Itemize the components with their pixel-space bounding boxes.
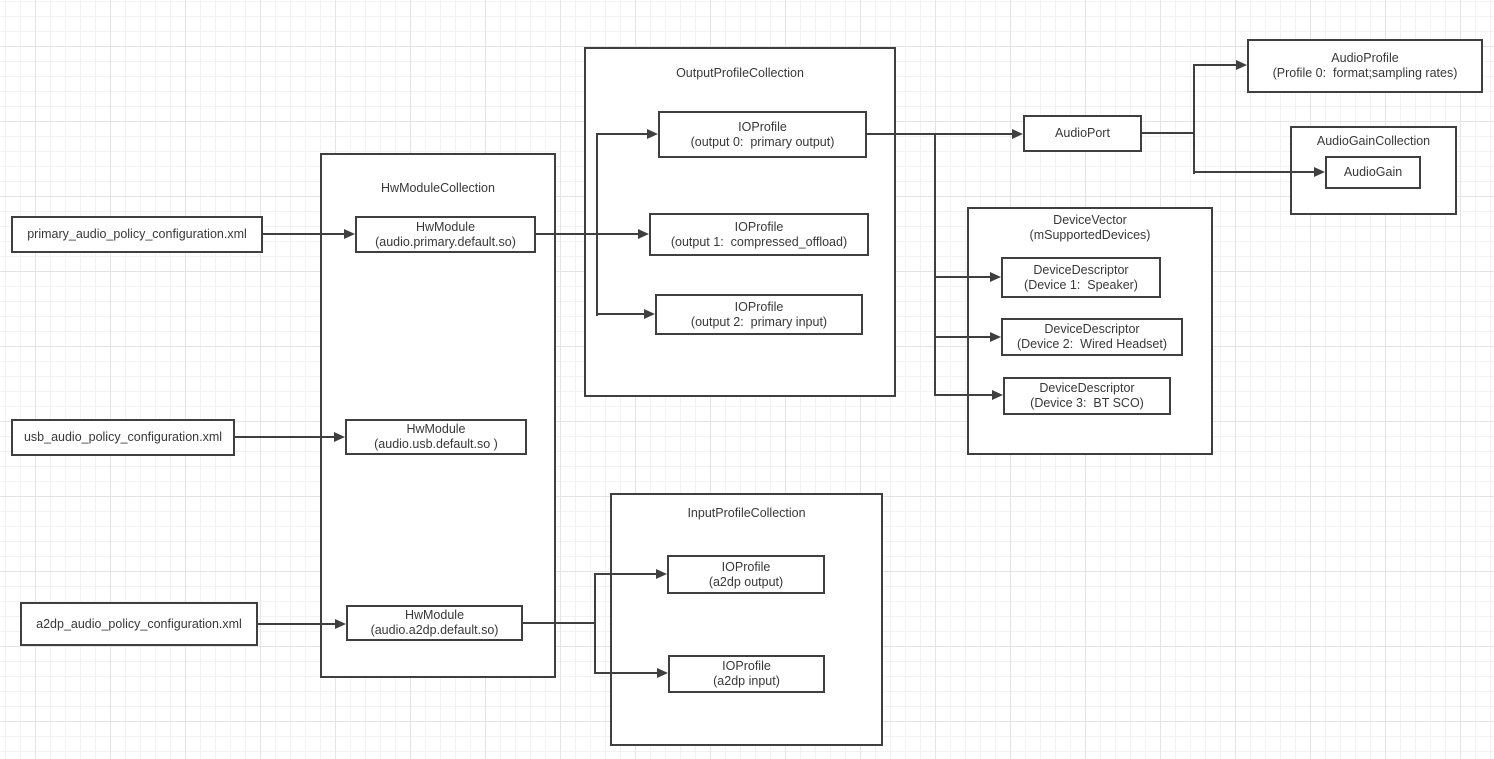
connector-branch-to-a2dp-output [594, 573, 656, 575]
connector-device-branch-vertical [934, 133, 936, 396]
node-ioprofile-output0[interactable]: IOProfile (output 0: primary output) [658, 111, 867, 158]
node-audio-port[interactable]: AudioPort [1023, 115, 1142, 152]
connector-branch-to-audiogain [1193, 171, 1314, 173]
node-label-a2dp-xml: a2dp_audio_policy_configuration.xml [36, 616, 242, 631]
connector-primary-xml-to-hwmodule [263, 233, 345, 235]
arrowhead-to-output0 [647, 129, 658, 139]
node-audio-profile[interactable]: AudioProfile (Profile 0: format;sampling… [1247, 39, 1483, 93]
node-ioprofile-output1[interactable]: IOProfile (output 1: compressed_offload) [649, 213, 869, 256]
connector-a2dp-xml-to-hwmodule [258, 623, 336, 625]
node-label-ioprofile-output0: IOProfile (output 0: primary output) [690, 119, 835, 149]
node-usb-xml[interactable]: usb_audio_policy_configuration.xml [11, 419, 235, 456]
arrowhead-primary-xml-to-hwmodule [344, 229, 355, 239]
node-label-ioprofile-output2: IOProfile (output 2: primary input) [690, 299, 828, 329]
connector-output-branch-vertical [596, 133, 598, 316]
node-ioprofile-a2dp-output[interactable]: IOProfile (a2dp output) [667, 555, 825, 594]
connector-output0-to-audioport [867, 133, 1013, 135]
connector-branch-to-device2 [934, 336, 990, 338]
arrowhead-to-audioport [1012, 129, 1023, 139]
connector-audioport-out [1142, 132, 1195, 134]
node-audio-gain[interactable]: AudioGain [1325, 156, 1421, 189]
connector-branch-to-device3 [934, 394, 992, 396]
node-hw-module-usb[interactable]: HwModule (audio.usb.default.so ) [345, 419, 527, 455]
arrowhead-to-device1 [990, 272, 1001, 282]
node-label-device-descriptor-2: DeviceDescriptor (Device 2: Wired Headse… [1016, 322, 1168, 351]
arrowhead-to-audiogain [1314, 167, 1325, 177]
node-device-descriptor-3[interactable]: DeviceDescriptor (Device 3: BT SCO) [1003, 377, 1171, 415]
node-label-audio-profile: AudioProfile (Profile 0: format;sampling… [1272, 51, 1458, 80]
group-title-hw-module-collection: HwModuleCollection [381, 181, 495, 195]
node-label-ioprofile-output1: IOProfile (output 1: compressed_offload) [670, 219, 848, 249]
arrowhead-to-device2 [990, 332, 1001, 342]
node-device-descriptor-2[interactable]: DeviceDescriptor (Device 2: Wired Headse… [1001, 318, 1183, 356]
arrowhead-to-a2dp-input [657, 668, 668, 678]
group-title-device-vector: DeviceVector (mSupportedDevices) [1029, 213, 1151, 242]
node-hw-module-a2dp[interactable]: HwModule (audio.a2dp.default.so) [346, 605, 523, 641]
node-ioprofile-a2dp-input[interactable]: IOProfile (a2dp input) [668, 655, 825, 693]
connector-branch-to-output0 [596, 133, 647, 135]
node-label-usb-xml: usb_audio_policy_configuration.xml [23, 430, 223, 444]
connector-input-branch-vertical [594, 573, 596, 674]
connector-usb-xml-to-hwmodule [235, 436, 335, 438]
node-label-device-descriptor-3: DeviceDescriptor (Device 3: BT SCO) [1030, 381, 1144, 410]
node-label-ioprofile-a2dp-output: IOProfile (a2dp output) [708, 559, 784, 589]
connector-branch-to-audioprofile [1193, 64, 1236, 66]
connector-branch-to-output2 [596, 313, 644, 315]
node-label-audio-port: AudioPort [1055, 126, 1110, 140]
node-ioprofile-output2[interactable]: IOProfile (output 2: primary input) [655, 294, 863, 335]
node-hw-module-primary[interactable]: HwModule (audio.primary.default.so) [355, 216, 536, 253]
group-input-profile-collection[interactable]: InputProfileCollection [610, 493, 883, 746]
node-label-audio-gain: AudioGain [1343, 165, 1403, 179]
connector-branch-to-device1 [934, 276, 990, 278]
node-primary-xml[interactable]: primary_audio_policy_configuration.xml [11, 216, 263, 253]
node-label-hw-module-a2dp: HwModule (audio.a2dp.default.so) [370, 608, 499, 637]
node-label-device-descriptor-1: DeviceDescriptor (Device 1: Speaker) [1024, 262, 1138, 292]
connector-hwmodule-a2dp-out [523, 622, 596, 624]
node-a2dp-xml[interactable]: a2dp_audio_policy_configuration.xml [20, 602, 258, 646]
connector-audioport-branch-vertical [1193, 64, 1195, 174]
connector-hwmodule-primary-out [536, 233, 598, 235]
node-label-ioprofile-a2dp-input: IOProfile (a2dp input) [713, 659, 780, 688]
group-title-output-profile-collection: OutputProfileCollection [676, 66, 804, 80]
arrowhead-to-output1 [638, 229, 649, 239]
group-title-audio-gain-collection: AudioGainCollection [1316, 134, 1431, 148]
connector-branch-to-output1 [596, 233, 638, 235]
arrowhead-to-a2dp-output [656, 569, 667, 579]
node-label-primary-xml: primary_audio_policy_configuration.xml [27, 227, 247, 241]
node-device-descriptor-1[interactable]: DeviceDescriptor (Device 1: Speaker) [1001, 257, 1161, 298]
node-label-hw-module-primary: HwModule (audio.primary.default.so) [375, 219, 516, 249]
node-label-hw-module-usb: HwModule (audio.usb.default.so ) [374, 422, 498, 451]
connector-branch-to-a2dp-input [594, 672, 657, 674]
group-title-input-profile-collection: InputProfileCollection [687, 506, 806, 520]
arrowhead-a2dp-xml-to-hwmodule [335, 619, 346, 629]
arrowhead-to-output2 [644, 309, 655, 319]
arrowhead-to-device3 [992, 390, 1003, 400]
arrowhead-usb-xml-to-hwmodule [334, 432, 345, 442]
arrowhead-to-audioprofile [1236, 60, 1247, 70]
